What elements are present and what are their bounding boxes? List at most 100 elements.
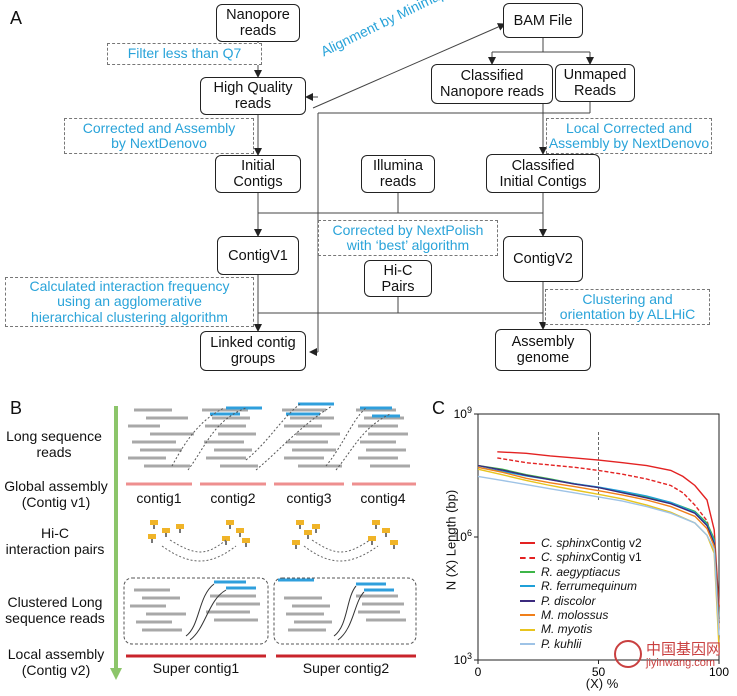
bam-file-box: BAM File [503,3,583,38]
legend-entry-5: P. discolor [520,594,642,608]
legend-swatch [520,542,535,545]
legend-entry-6: M. molossus [520,608,642,622]
hic-stem [385,533,387,537]
hic-read [222,536,230,541]
hic-glyphs [148,520,398,562]
assembly-genome-box: Assembly genome [495,329,591,371]
legend-suffix: Contig v2 [591,536,642,550]
legend-swatch [520,599,535,602]
panel-b-label: B [10,398,23,418]
hic-pairs-box: Hi-C Pairs [364,260,432,297]
hic-stem [307,535,309,539]
hic-link [311,539,371,553]
unmapped-reads-box: Unmaped Reads [555,64,635,102]
illumina-reads-box: Illumina reads [361,155,435,193]
legend-entry-4: R. ferrumequinum [520,579,642,593]
watermark-text: 中国基因网 [646,641,722,658]
hic-stem [179,529,181,533]
read-link [255,405,333,471]
hic-stem [245,543,247,547]
legend-species: M. molossus [541,607,609,622]
local-nextdenovo-note: Local Corrected and Assembly by NextDeno… [546,118,712,154]
legend-entry-1: C. sphinx Contig v2 [520,536,642,550]
hic-read [296,520,304,525]
super-contig-label-2: Super contig2 [302,660,390,676]
read-link [187,407,247,471]
read-link [245,403,301,461]
classified-nanopore-reads-box: Classified Nanopore reads [431,64,553,104]
cluster-link [189,589,227,641]
hic-read [150,520,158,525]
watermark-logo [614,640,642,668]
progress-arrowhead [110,668,122,680]
hic-stem [239,533,241,537]
x-tick-label: 0 [475,665,482,679]
legend-swatch [520,556,535,559]
legend-species: P. discolor [541,593,596,608]
legend-species: C. sphinx [541,550,592,565]
series-line-2 [497,457,720,607]
panel-a-label: A [10,8,23,28]
read-link [325,407,367,467]
hic-read [372,520,380,525]
read-link [171,407,225,467]
hic-read [292,540,300,545]
hic-stem [299,525,301,529]
nanopore-reads-box: Nanopore reads [216,4,300,42]
super-contig-label-1: Super contig1 [152,660,240,676]
hic-stem [393,545,395,549]
x-axis-title: (X) % [585,676,619,691]
cluster-link [333,585,357,637]
global-assembly-label: Global assembly (Contig v1) [4,478,108,510]
hic-read [162,528,170,533]
cluster-link [185,583,215,637]
hic-read [304,530,312,535]
hic-read [242,538,250,543]
linked-contig-groups-box: Linked contig groups [200,331,306,371]
contig-label-1: contig1 [136,490,182,506]
hic-read [312,524,320,529]
hic-read [176,524,184,529]
hic-stem [371,541,373,545]
series-line-6 [477,466,720,629]
local-assembly-label: Local assembly (Contig v2) [7,646,105,678]
filter-q7-note: Filter less than Q7 [107,43,262,65]
long-reads-label: Long sequence reads [6,428,102,460]
nextpolish-note: Corrected by NextPolish with ‘best’ algo… [318,220,498,256]
hic-read [236,528,244,533]
legend-suffix: Contig v1 [591,550,642,565]
hic-read [368,536,376,541]
cluster-frame-1 [123,577,269,645]
series-line-8 [477,475,720,636]
series-line-5 [477,464,720,624]
y-tick-label: 109 [454,405,472,421]
x-tick-label: 50 [592,665,606,679]
legend-swatch [520,642,535,645]
classified-initial-contigs-box: Classified Initial Contigs [486,154,600,193]
cluster-frame-2 [273,577,417,645]
cluster-link [337,591,365,641]
hierarchical-clustering-note: Calculated interaction frequency using a… [5,277,254,327]
high-quality-reads-box: High Quality reads [200,77,306,115]
legend-species: R. aegyptiacus [541,564,621,579]
legend-entry-8: P. kuhlii [520,637,642,651]
contig-label-4: contig4 [360,490,406,506]
contig-label-3: contig3 [286,490,332,506]
hic-read [382,528,390,533]
nextdenovo-note: Corrected and Assembly by NextDenovo [64,118,254,154]
legend-species: M. myotis [541,622,593,637]
hic-stem [165,533,167,537]
legend-species: P. kuhlii [541,636,582,651]
initial-contigs-box: Initial Contigs [215,155,301,193]
clustered-reads [130,578,406,641]
hic-stem [151,539,153,543]
legend-swatch [520,570,535,573]
y-tick-label: 106 [454,528,472,544]
clustered-reads-label: Clustered Long sequence reads [5,594,105,626]
hic-link [169,539,227,553]
hic-pairs-label: Hi-C interaction pairs [5,525,105,557]
legend-swatch [520,628,535,631]
hic-link [161,545,237,562]
